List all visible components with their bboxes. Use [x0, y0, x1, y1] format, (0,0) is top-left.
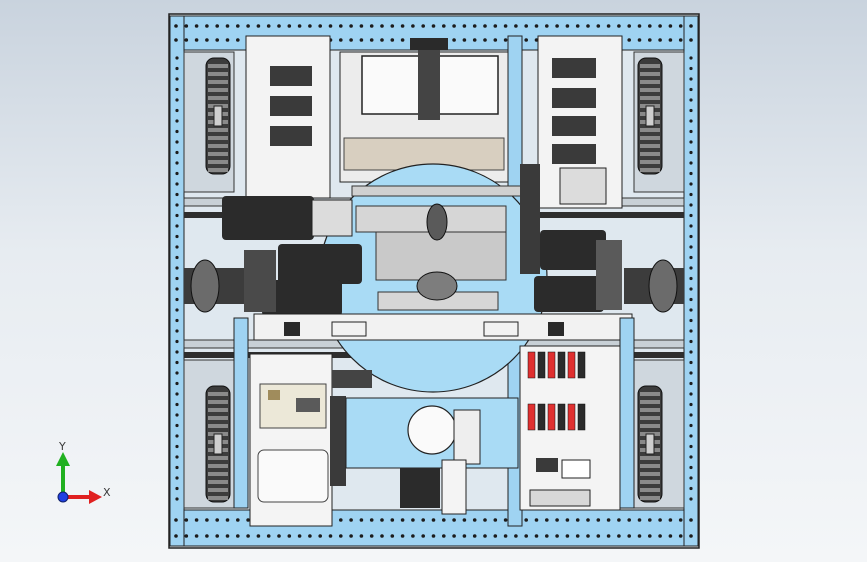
- omni-wheels: [205, 57, 663, 503]
- io-board: [400, 468, 440, 508]
- wheel-front-right: [637, 57, 663, 175]
- bottom-rail: [169, 509, 699, 547]
- y-axis-label: Y: [59, 440, 66, 453]
- top-left-plate: [245, 35, 331, 199]
- axis-triad: [56, 452, 102, 504]
- wheel-rear-right: [637, 385, 663, 503]
- z-axis-origin-icon: [57, 491, 69, 503]
- bottom-right-relay-bank: [519, 345, 621, 511]
- wheel-front-left: [205, 57, 231, 175]
- middle-cross-plate: [233, 313, 635, 509]
- top-right-plate: [537, 35, 623, 209]
- battery-pack: [257, 449, 329, 503]
- servo-can: [407, 405, 457, 455]
- x-axis-label: X: [103, 486, 111, 499]
- wheel-rear-left: [205, 385, 231, 503]
- bottom-left-electronics: [249, 353, 372, 527]
- drive-motors: [222, 196, 622, 316]
- bottom-center-module: [345, 397, 519, 515]
